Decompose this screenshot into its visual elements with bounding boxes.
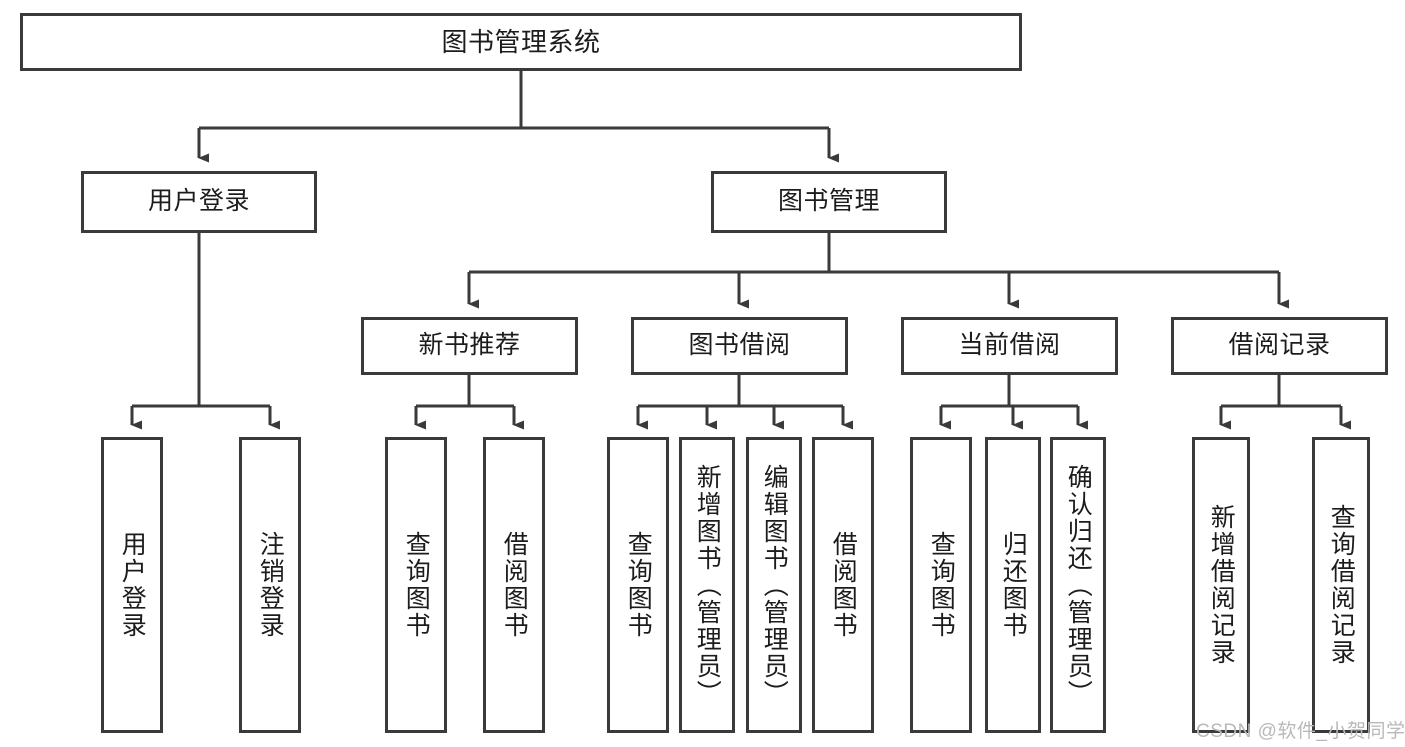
node-leaf-query-book-2[interactable]: 查询图书 (607, 437, 669, 733)
node-leaf-add-record[interactable]: 新增借阅记录 (1192, 437, 1250, 733)
node-leaf-edit-book[interactable]: 编辑图书（管理员） (746, 437, 802, 733)
node-label: 查询借阅记录 (1327, 504, 1356, 666)
node-label: 新增借阅记录 (1207, 504, 1236, 666)
node-label: 用户登录 (147, 187, 250, 216)
node-label: 图书管理 (777, 187, 880, 216)
node-leaf-borrow-book-2[interactable]: 借阅图书 (812, 437, 874, 733)
node-borrow-record[interactable]: 借阅记录 (1171, 317, 1388, 375)
node-user-login[interactable]: 用户登录 (81, 171, 317, 233)
node-label: 图书管理系统 (441, 26, 601, 57)
node-label: 查询图书 (927, 531, 956, 639)
node-leaf-confirm-return[interactable]: 确认归还（管理员） (1050, 437, 1106, 733)
node-leaf-query-book-3[interactable]: 查询图书 (910, 437, 972, 733)
node-label: 新书推荐 (418, 331, 521, 360)
node-new-book-recommend[interactable]: 新书推荐 (361, 317, 578, 375)
node-leaf-borrow-book-1[interactable]: 借阅图书 (483, 437, 545, 733)
node-leaf-user-login[interactable]: 用户登录 (101, 437, 163, 733)
node-label: 查询图书 (624, 531, 653, 639)
node-label: 当前借阅 (958, 331, 1061, 360)
node-book-borrow[interactable]: 图书借阅 (631, 317, 848, 375)
node-root[interactable]: 图书管理系统 (20, 13, 1022, 71)
node-label: 图书借阅 (688, 331, 791, 360)
node-leaf-add-book[interactable]: 新增图书（管理员） (679, 437, 735, 733)
node-leaf-query-record[interactable]: 查询借阅记录 (1312, 437, 1370, 733)
node-label: 查询图书 (402, 531, 431, 639)
node-leaf-return-book[interactable]: 归还图书 (985, 437, 1041, 733)
node-leaf-logout[interactable]: 注销登录 (239, 437, 301, 733)
node-label: 新增图书（管理员） (693, 463, 722, 707)
node-book-manage[interactable]: 图书管理 (711, 171, 947, 233)
node-label: 编辑图书（管理员） (760, 463, 789, 707)
node-label: 用户登录 (118, 531, 147, 639)
node-label: 借阅图书 (500, 531, 529, 639)
node-current-borrow[interactable]: 当前借阅 (901, 317, 1118, 375)
node-label: 借阅图书 (829, 531, 858, 639)
csdn-watermark: CSDN @软件_小贺同学 (1196, 721, 1405, 742)
node-label: 归还图书 (999, 531, 1028, 639)
node-label: 借阅记录 (1228, 331, 1331, 360)
node-label: 注销登录 (256, 531, 285, 639)
node-leaf-query-book-1[interactable]: 查询图书 (385, 437, 447, 733)
node-label: 确认归还（管理员） (1064, 463, 1093, 707)
